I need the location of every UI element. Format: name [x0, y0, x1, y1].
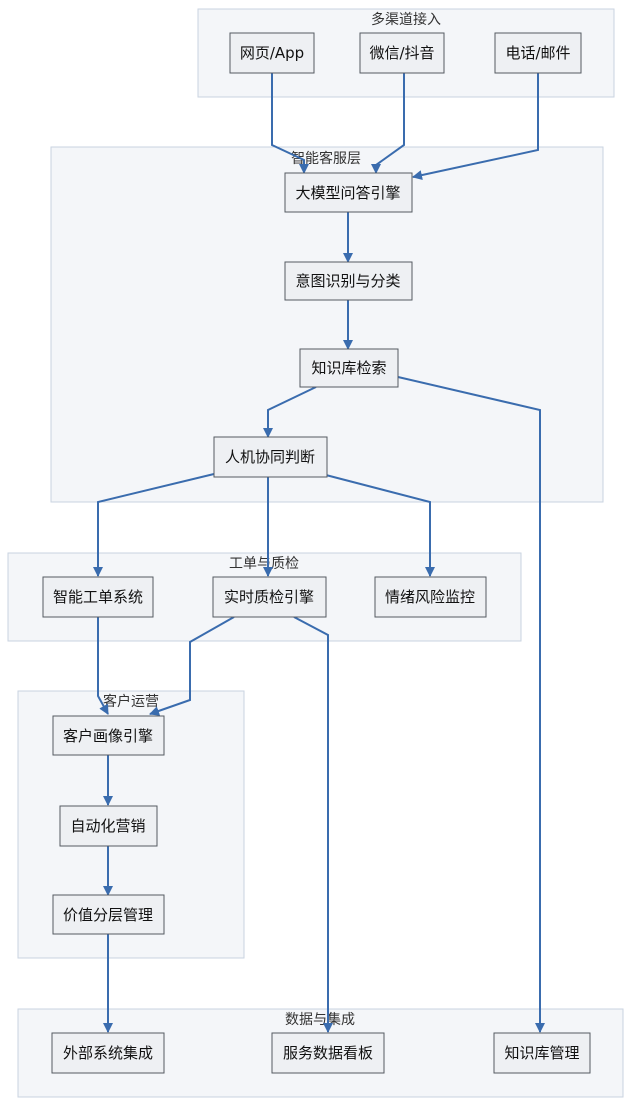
- node-kb-manage-label: 知识库管理: [504, 1044, 579, 1062]
- edge-ticket-profile: [97, 617, 109, 715]
- node-llm-label: 大模型问答引擎: [295, 184, 400, 202]
- node-human-label: 人机协同判断: [225, 448, 315, 466]
- node-phone-label: 电话/邮件: [505, 44, 570, 62]
- node-kb-search-label: 知识库检索: [311, 359, 386, 377]
- node-wechat-label: 微信/抖音: [369, 44, 434, 62]
- node-value[interactable]: 价值分层管理: [52, 894, 165, 935]
- edge-human-risk: [321, 473, 435, 577]
- node-ticket-label: 智能工单系统: [53, 588, 143, 606]
- node-web-label: 网页/App: [240, 44, 304, 62]
- node-qa-label: 实时质检引擎: [224, 588, 314, 606]
- node-external[interactable]: 外部系统集成: [51, 1032, 165, 1074]
- node-profile[interactable]: 客户画像引擎: [52, 715, 165, 756]
- node-intent[interactable]: 意图识别与分类: [284, 261, 413, 301]
- group-workorder-label: 工单与质检: [229, 556, 299, 572]
- node-qa[interactable]: 实时质检引擎: [212, 576, 327, 618]
- group-data-label: 数据与集成: [285, 1011, 355, 1028]
- edge-web-llm: [271, 73, 309, 174]
- node-human[interactable]: 人机协同判断: [213, 436, 328, 478]
- node-dashboard-label: 服务数据看板: [283, 1044, 373, 1062]
- edge-human-ticket: [93, 473, 215, 577]
- node-external-label: 外部系统集成: [63, 1044, 153, 1062]
- edge-wechat-llm: [371, 73, 405, 174]
- node-dashboard[interactable]: 服务数据看板: [271, 1032, 385, 1074]
- node-risk[interactable]: 情绪风险监控: [374, 576, 487, 618]
- node-risk-label: 情绪风险监控: [385, 588, 475, 606]
- edge-qa-dashboard: [293, 616, 333, 1033]
- node-value-label: 价值分层管理: [63, 906, 153, 924]
- node-kb-search[interactable]: 知识库检索: [299, 348, 399, 388]
- node-llm[interactable]: 大模型问答引擎: [284, 172, 413, 213]
- group-customer-label: 客户运营: [103, 693, 159, 710]
- group-service-label: 智能客服层: [291, 150, 361, 167]
- node-intent-label: 意图识别与分类: [295, 272, 400, 290]
- node-phone[interactable]: 电话/邮件: [494, 32, 582, 74]
- node-web[interactable]: 网页/App: [229, 32, 315, 74]
- node-wechat[interactable]: 微信/抖音: [359, 32, 445, 74]
- group-channels-label: 多渠道接入: [371, 11, 441, 28]
- edge-kb-human: [263, 386, 317, 438]
- node-profile-label: 客户画像引擎: [63, 727, 153, 745]
- edge-kb-kbmanage: [397, 376, 545, 1033]
- node-marketing-label: 自动化营销: [70, 817, 145, 835]
- node-ticket[interactable]: 智能工单系统: [42, 576, 154, 618]
- node-marketing[interactable]: 自动化营销: [59, 805, 158, 847]
- edge-qa-profile: [149, 616, 235, 716]
- node-kb-manage[interactable]: 知识库管理: [493, 1032, 591, 1074]
- edge-phone-llm: [412, 73, 539, 180]
